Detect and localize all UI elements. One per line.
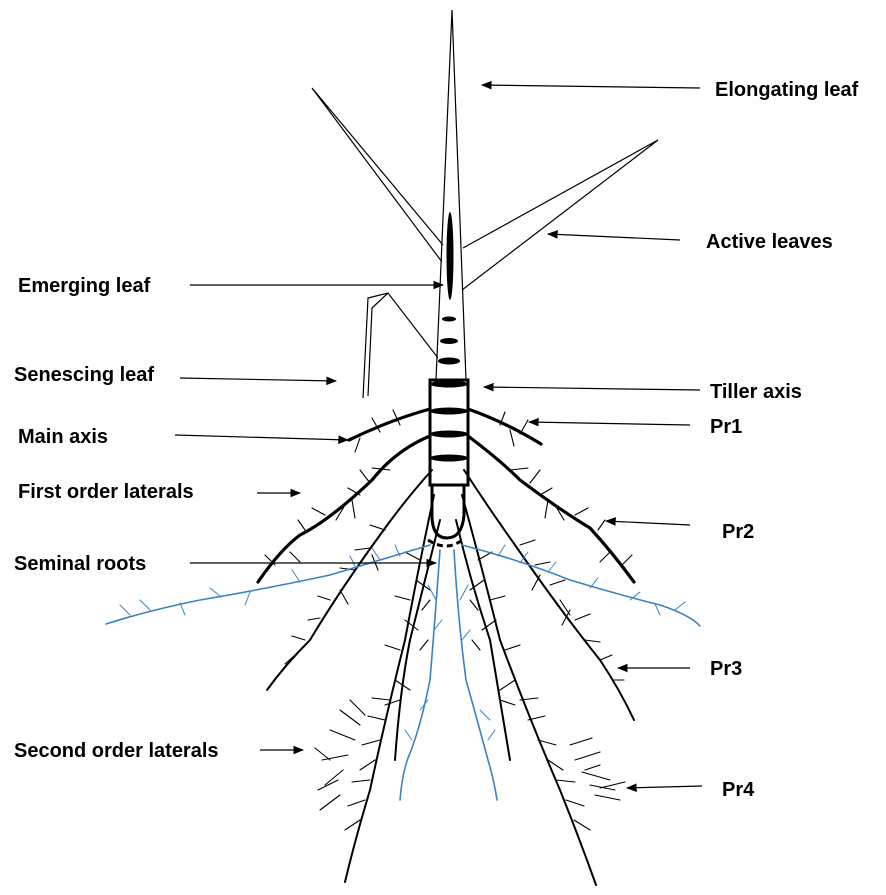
- seminal-root-center-left: [400, 550, 440, 800]
- node-mark: [430, 431, 468, 438]
- label-main-axis: Main axis: [18, 426, 108, 448]
- senescing-leaf-shape: [363, 293, 438, 398]
- senescing-leaf-arrow: [180, 378, 336, 381]
- pr2-arrow: [606, 521, 690, 525]
- label-pr4: Pr4: [722, 779, 755, 801]
- label-tiller-axis: Tiller axis: [710, 381, 802, 403]
- node-mark: [430, 381, 468, 388]
- active-leaves-arrow: [548, 234, 680, 240]
- pr2-root-left: [258, 436, 430, 582]
- elongating-leaf-arrow: [482, 85, 700, 88]
- node-mark: [430, 455, 468, 462]
- nodal-roots: [258, 409, 634, 885]
- label-first-order-laterals: First order laterals: [18, 481, 194, 503]
- label-seminal-roots: Seminal roots: [14, 553, 146, 575]
- pr1-arrow: [529, 422, 690, 425]
- label-senescing-leaf: Senescing leaf: [14, 364, 154, 386]
- pr4-root-left: [345, 495, 434, 882]
- pr4-root-right: [462, 495, 596, 885]
- lateral-branches: [265, 410, 632, 830]
- pr4-arrow: [627, 786, 702, 788]
- seminal-root-left: [106, 545, 430, 624]
- emerging-leaf-shape: [447, 212, 454, 300]
- label-active-leaves: Active leaves: [706, 231, 833, 253]
- pr2-root-right: [468, 436, 634, 582]
- main-axis-arrow: [175, 435, 348, 440]
- label-second-order-laterals: Second order laterals: [14, 740, 219, 762]
- left-active-leaf-shape: [312, 88, 443, 262]
- labels: Elongating leaf Active leaves Emerging l…: [14, 79, 859, 801]
- shoot: [312, 10, 658, 546]
- node-mark: [442, 317, 456, 322]
- label-emerging-leaf: Emerging leaf: [18, 275, 151, 297]
- label-pr2: Pr2: [722, 521, 754, 543]
- node-mark: [438, 358, 460, 365]
- seminal-root-center-right: [454, 550, 497, 800]
- label-elongating-leaf: Elongating leaf: [715, 79, 859, 101]
- node-mark: [440, 338, 458, 344]
- right-active-leaf-shape: [462, 140, 658, 290]
- label-pr1: Pr1: [710, 416, 742, 438]
- label-pr3: Pr3: [710, 658, 742, 680]
- tiller-axis-arrow: [484, 387, 700, 390]
- pr1-root-left: [349, 409, 430, 440]
- node-mark: [430, 408, 468, 415]
- elongating-leaf-shape: [436, 10, 466, 380]
- seminal-root-right: [462, 545, 700, 626]
